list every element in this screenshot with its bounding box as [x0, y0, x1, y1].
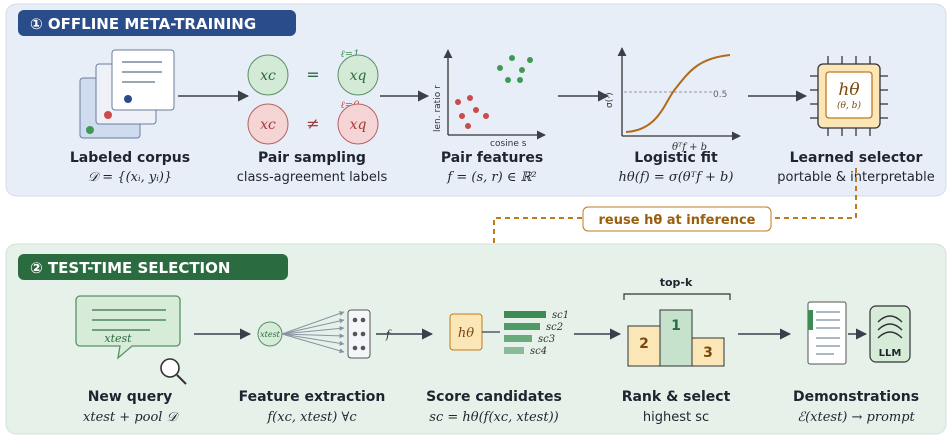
score-label-2: sc2 [546, 322, 563, 333]
xq-negative: xq [350, 117, 367, 133]
score-label-1: sc1 [552, 310, 569, 321]
query-label: xtest [104, 332, 132, 345]
section2-badge: ② TEST-TIME SELECTION [18, 254, 288, 280]
step3-subtitle: f = (s, r) ∈ ℝ² [446, 170, 536, 185]
step2-subtitle: class-agreement labels [237, 170, 388, 185]
s2-step4-subtitle: highest sc [643, 410, 709, 425]
s2-step5-title: Demonstrations [793, 389, 919, 405]
section1-badge: ① OFFLINE META-TRAINING [18, 10, 296, 36]
podium-2: 2 [639, 336, 649, 352]
step2-title: Pair sampling [258, 150, 366, 166]
score-label-4: sc4 [530, 346, 547, 357]
llm-icon: LLM [869, 305, 911, 363]
label-l1: ℓ=1 [341, 49, 360, 60]
section1-badge-text: ① OFFLINE META-TRAINING [30, 15, 256, 33]
s2-step5-subtitle: ℰ(xtest) → prompt [797, 410, 915, 425]
step1-subtitle: 𝒟 = {(xᵢ, yᵢ)} [88, 170, 172, 185]
topk-label: top-k [660, 276, 693, 289]
f-label: f [385, 328, 392, 341]
step1-title: Labeled corpus [70, 150, 190, 166]
not-equals-sign: ≠ [306, 114, 319, 133]
demonstrations-doc-icon [807, 301, 847, 365]
feature-fan-icon: xtest [257, 309, 371, 359]
pair-sampling-icon: xc = ℓ=1 xq xc ≠ ℓ=0 xq [247, 49, 379, 145]
s2-step1-title: New query [88, 389, 173, 405]
xc-negative: xc [260, 117, 276, 133]
llm-label: LLM [879, 348, 902, 359]
s2-step3-subtitle: sc = hθ(f(xc, xtest)) [429, 410, 558, 425]
chip-icon: hθ (θ, b) [810, 56, 888, 136]
equals-sign: = [306, 65, 319, 84]
s2-step2-subtitle: f(xc, xtest) ∀c [266, 410, 357, 425]
section2-badge-text: ② TEST-TIME SELECTION [30, 259, 230, 277]
magnifier-icon [160, 358, 187, 385]
podium-3: 3 [703, 345, 713, 361]
podium-1: 1 [671, 318, 681, 334]
podium-icon: top-k 2 1 3 [623, 276, 731, 367]
s2-step1-subtitle: xtest + pool 𝒟 [83, 410, 180, 425]
logistic-plot-icon: σ(·) 0.5 θᵀf + b [605, 47, 741, 153]
step5-title: Learned selector [790, 150, 923, 166]
reuse-label: reuse hθ at inference [599, 213, 756, 228]
blue-dot-icon [124, 95, 132, 103]
query-bubble-icon: xtest [75, 295, 181, 360]
step3-title: Pair features [441, 150, 543, 166]
h-label: hθ [458, 326, 474, 341]
xq-positive: xq [350, 68, 367, 84]
red-dot-icon [104, 111, 112, 119]
logistic-half: 0.5 [713, 90, 727, 100]
xc-positive: xc [260, 68, 276, 84]
scatter-plot-icon: len. ratio r cosine s [433, 49, 546, 149]
s2-step4-title: Rank & select [622, 389, 731, 405]
scorer-box-icon: hθ [449, 313, 500, 351]
step4-title: Logistic fit [634, 150, 718, 166]
section1-captions: Labeled corpus 𝒟 = {(xᵢ, yᵢ)} Pair sampl… [70, 150, 935, 185]
documents-icon [79, 49, 175, 139]
s2-step2-title: Feature extraction [239, 389, 386, 405]
scatter-ylabel: len. ratio r [433, 85, 443, 132]
score-bars-icon: sc1 sc2 sc3 sc4 [504, 310, 569, 357]
logistic-xlabel: θᵀf + b [672, 142, 707, 153]
node-label: xtest [260, 330, 281, 339]
section2-captions: New query xtest + pool 𝒟 Feature extract… [83, 389, 919, 425]
green-dot-icon [86, 126, 94, 134]
scatter-xlabel: cosine s [490, 139, 527, 149]
chip-main-label: hθ [838, 80, 859, 100]
step4-subtitle: hθ(f) = σ(θᵀf + b) [619, 170, 734, 185]
logistic-ylabel: σ(·) [605, 92, 615, 108]
section1-panel [5, 3, 947, 197]
score-label-3: sc3 [538, 334, 555, 345]
s2-step3-title: Score candidates [426, 389, 562, 405]
chip-sub-label: (θ, b) [837, 100, 861, 111]
